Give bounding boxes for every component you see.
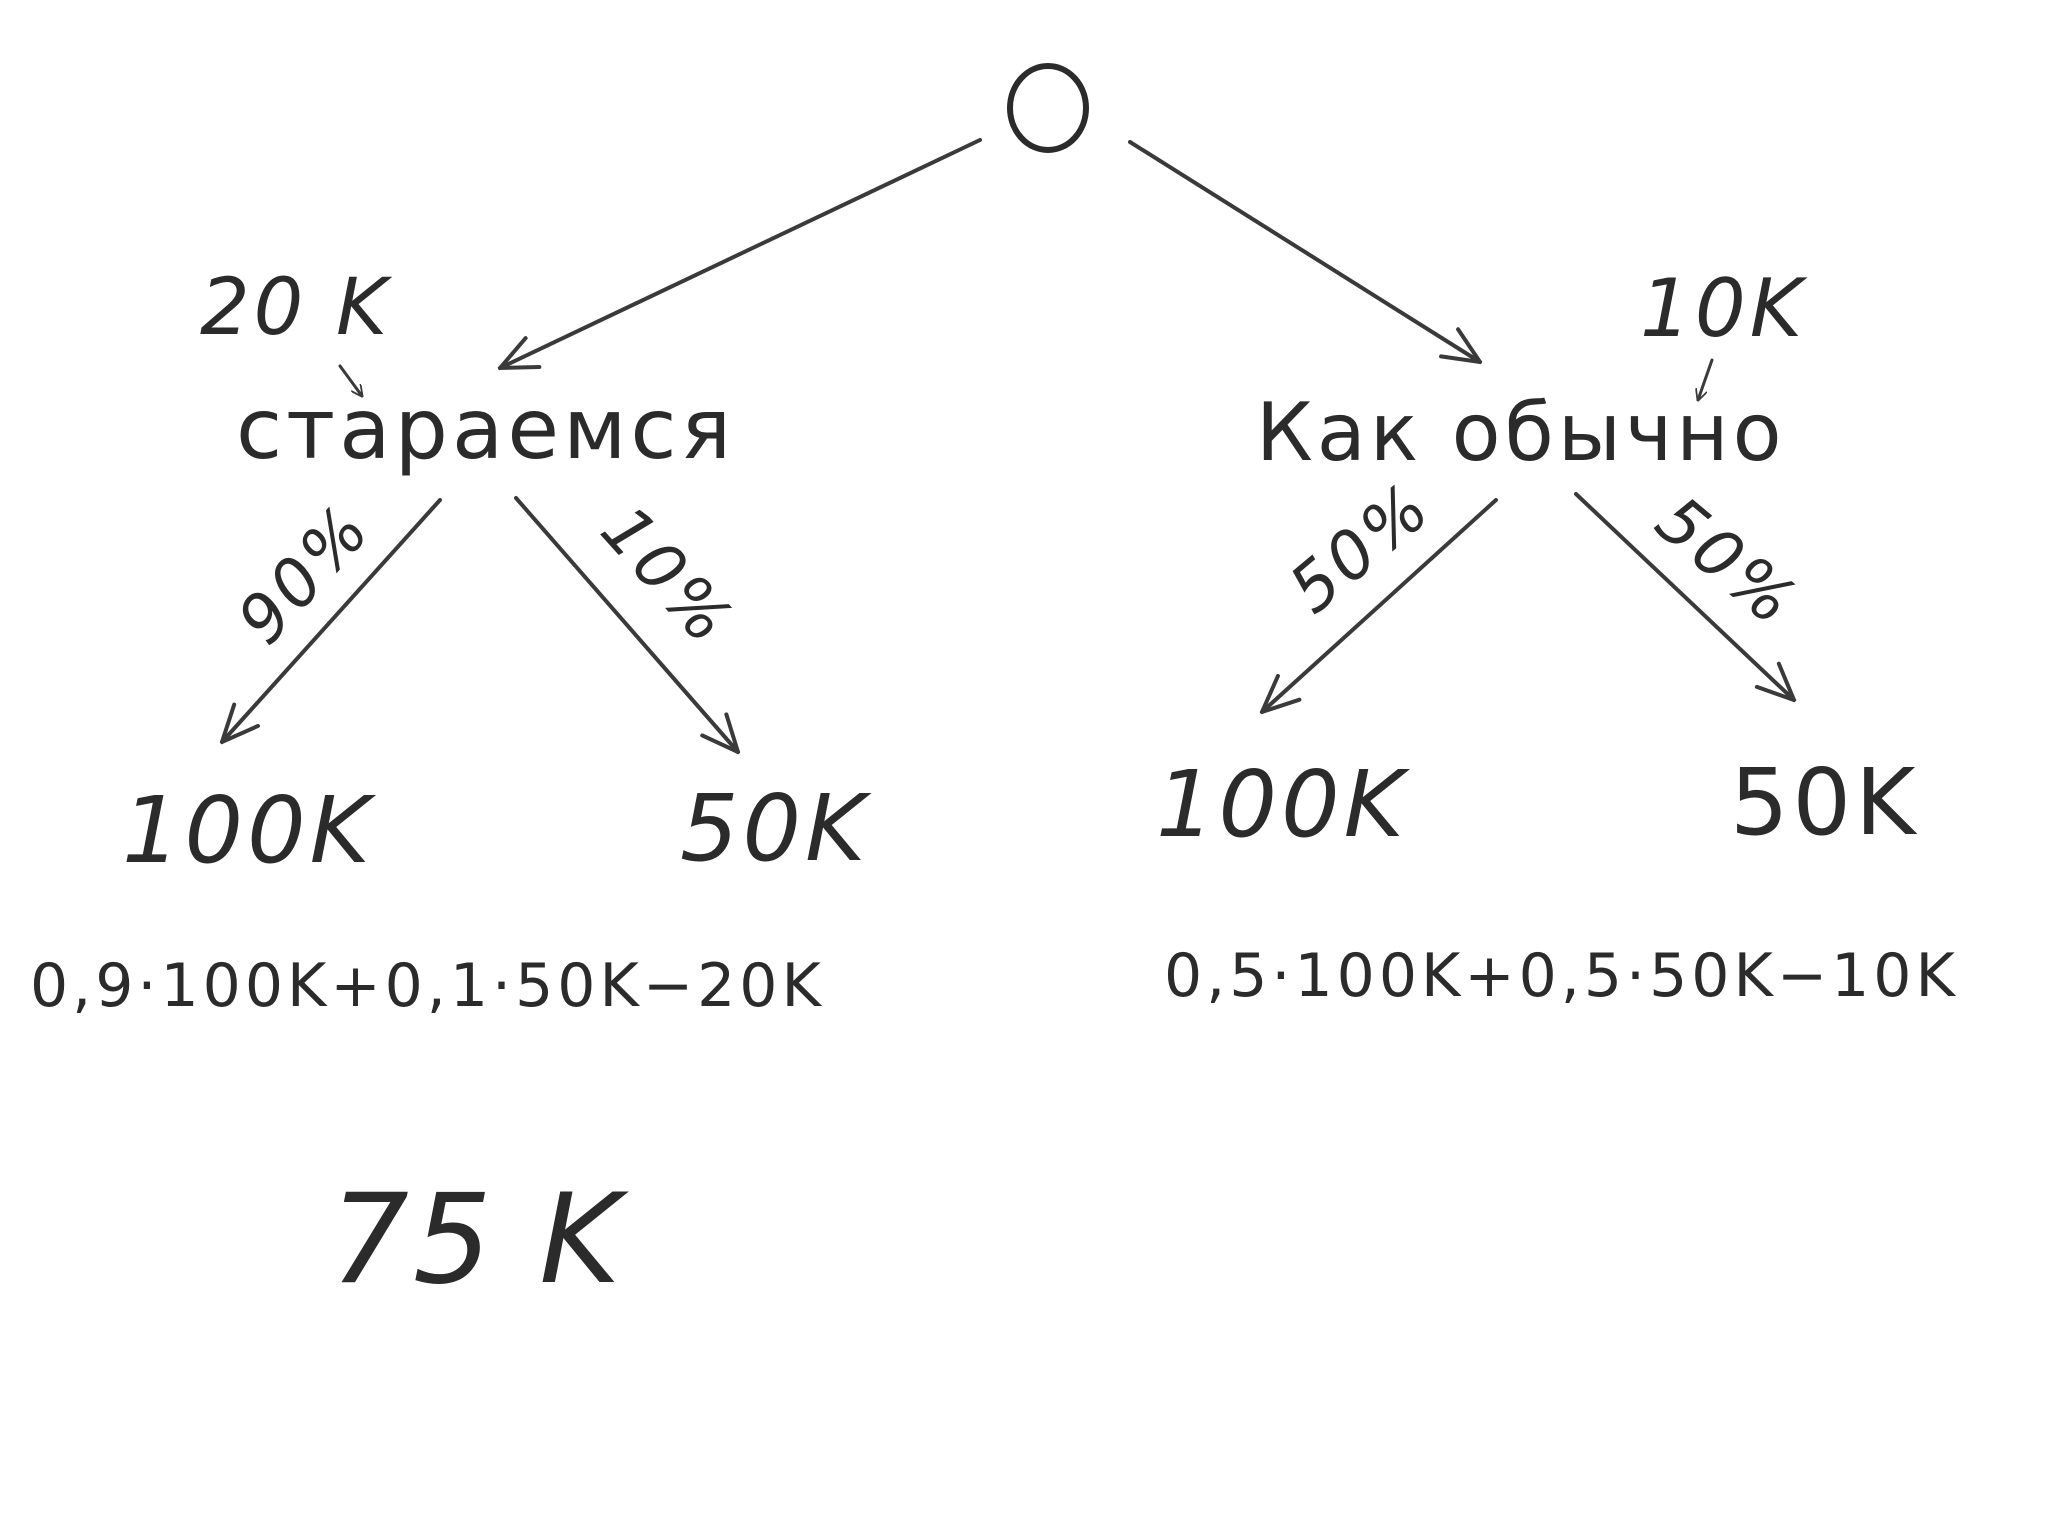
left-cost-label: 20 K [200, 263, 393, 353]
right-outcome-value-1: 100K [1156, 751, 1411, 858]
right-prob-1: 50% [1275, 467, 1446, 628]
left-formula: 0,9·100K+0,1·50K−20K [30, 951, 825, 1021]
edge-root-right [1128, 140, 1480, 362]
root-node [1007, 63, 1089, 153]
edge-root-left [500, 138, 982, 368]
edge-right-outcome-2 [1574, 492, 1794, 700]
left-cost-arrow [338, 364, 362, 396]
left-result: 75 K [330, 1168, 629, 1312]
left-prob-2: 10% [586, 491, 749, 660]
left-outcome-value-1: 100K [122, 777, 377, 884]
right-branch-name: Как обычно [1256, 386, 1786, 479]
edge-right-outcome-1 [1262, 498, 1498, 712]
right-prob-2: 50% [1642, 481, 1813, 642]
right-cost-label: 10K [1640, 262, 1808, 355]
right-formula: 0,5·100K+0,5·50K−10K [1164, 941, 1959, 1011]
edge-left-outcome-2 [514, 496, 738, 752]
edge-left-outcome-1 [222, 498, 442, 742]
right-outcome-value-2: 50K [1730, 749, 1919, 856]
left-branch-name: стараемся [236, 380, 735, 478]
right-cost-arrow [1698, 358, 1714, 400]
left-prob-1: 90% [223, 489, 386, 658]
left-outcome-value-2: 50K [680, 775, 872, 882]
